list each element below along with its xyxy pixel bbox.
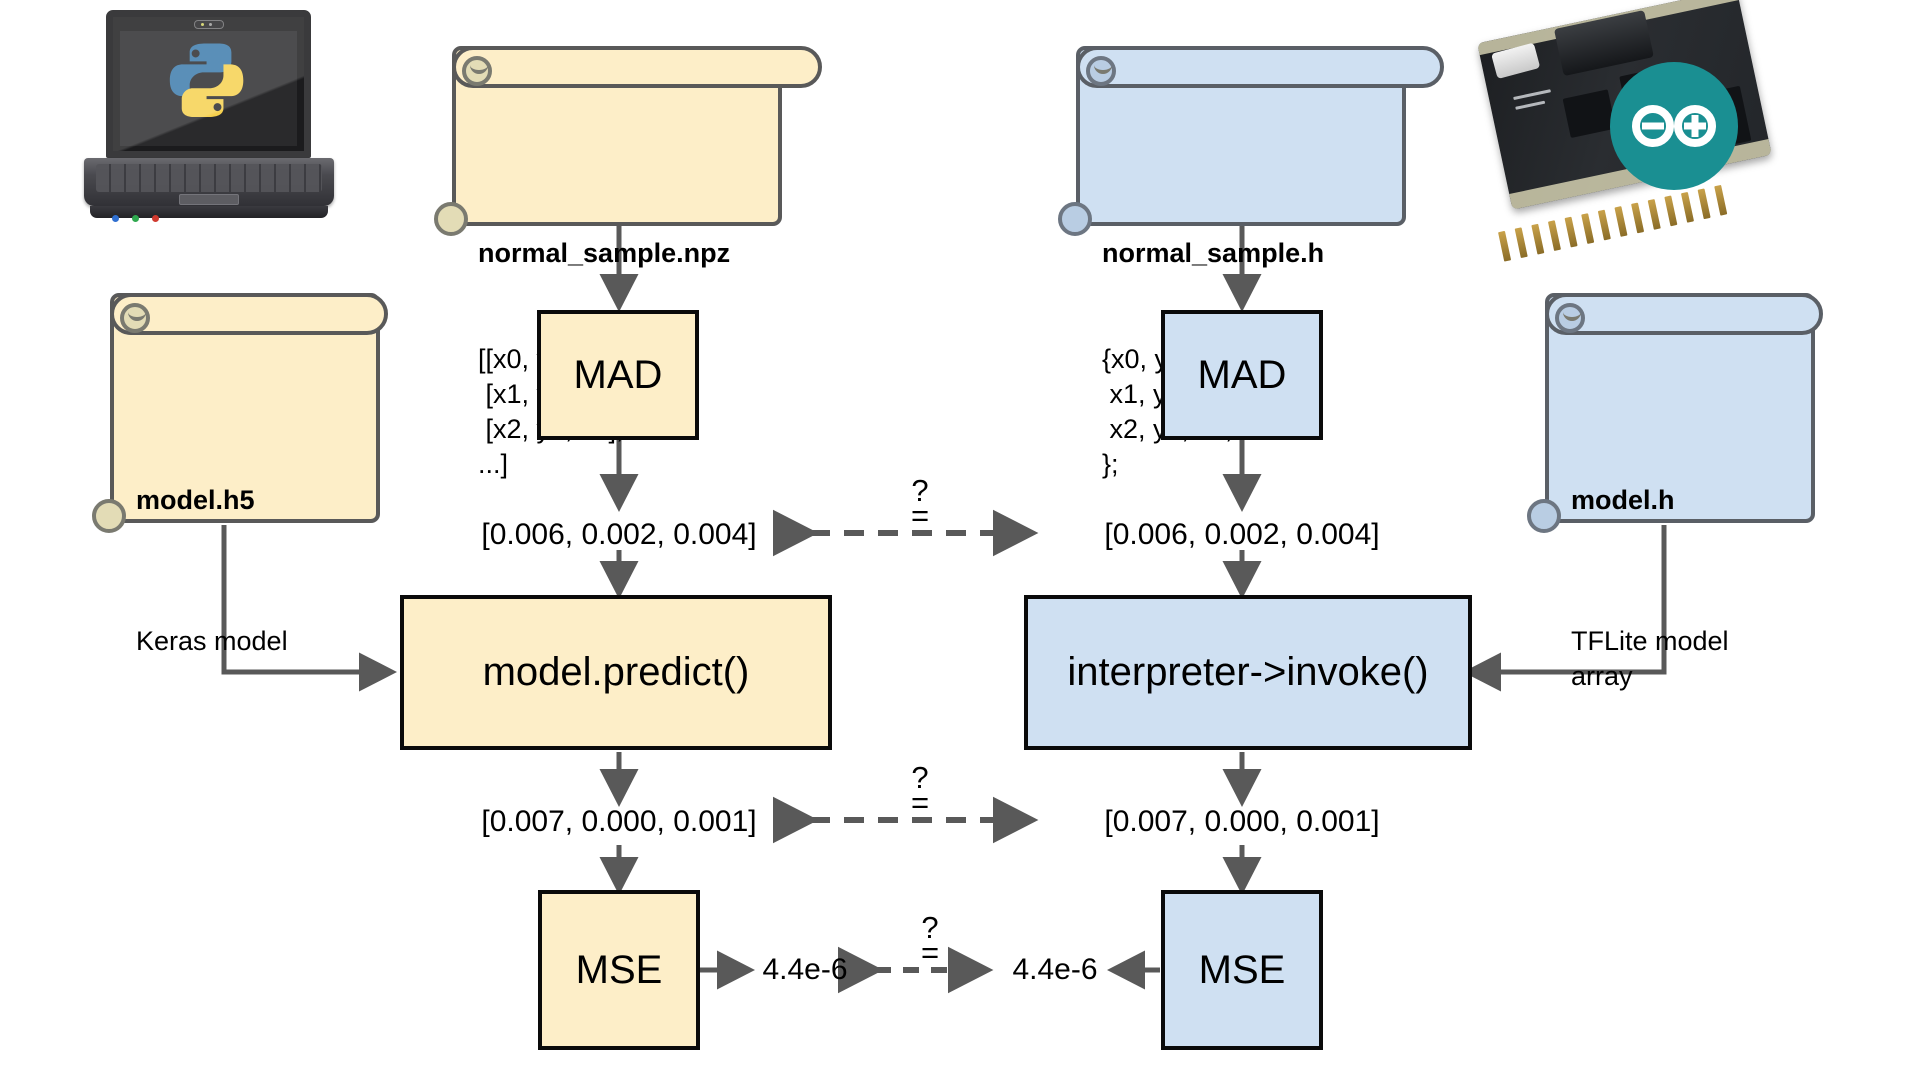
- note-body: TFLite model array: [1571, 625, 1729, 691]
- laptop-base: [84, 158, 334, 206]
- scroll-curl-knob: [462, 56, 492, 86]
- label-predict-output-python: [0.007, 0.000, 0.001]: [481, 805, 757, 838]
- box-label: MAD: [573, 352, 663, 397]
- screen-glare: [113, 17, 304, 151]
- note-model-h: model.h TFLite model array: [1527, 293, 1823, 691]
- box-interpreter-invoke[interactable]: interpreter->invoke(): [1024, 595, 1472, 750]
- silkscreen-trace: [1513, 89, 1551, 101]
- scroll-bottom-curl: [92, 499, 126, 533]
- scroll-curl-knob: [1086, 56, 1116, 86]
- note-title: model.h5: [136, 485, 255, 516]
- equals-sign: =: [920, 935, 940, 971]
- scroll-top-curl: [1076, 46, 1444, 88]
- note-title: normal_sample.npz: [478, 238, 731, 269]
- question-mark: ?: [921, 910, 939, 945]
- equals-sign: =: [910, 785, 930, 821]
- scroll-top-curl: [452, 46, 822, 88]
- equals-sign: =: [910, 498, 930, 534]
- scroll-top-curl: [1545, 293, 1823, 335]
- silkscreen-trace: [1515, 100, 1546, 110]
- box-mse-arduino[interactable]: MSE: [1161, 890, 1323, 1050]
- shield-can: [1553, 10, 1654, 77]
- question-mark: ?: [911, 760, 929, 795]
- note-title: normal_sample.h: [1102, 238, 1325, 269]
- label-invoke-output-arduino: [0.007, 0.000, 0.001]: [1104, 805, 1380, 838]
- arduino-infinity-logo: [1610, 62, 1738, 190]
- note-model-h5: model.h5 Keras model: [92, 293, 388, 656]
- box-label: MSE: [575, 947, 663, 992]
- laptop-keyboard: [96, 164, 322, 192]
- box-label: interpreter->invoke(): [1067, 650, 1429, 694]
- compare-predict-output: ? =: [910, 760, 930, 821]
- scroll-curl-knob: [120, 303, 150, 333]
- infinity-icon: [1632, 105, 1716, 147]
- laptop-screen: [106, 10, 311, 158]
- compare-mse-output: ? =: [920, 910, 940, 971]
- label-mad-output-arduino: [0.006, 0.002, 0.004]: [1104, 518, 1380, 551]
- laptop-status-leds: [112, 209, 182, 222]
- webcam-icon: [193, 20, 224, 29]
- scroll-bottom-curl: [1527, 499, 1561, 533]
- box-mse-python[interactable]: MSE: [538, 890, 700, 1050]
- label-mse-output-arduino: 4.4e-6: [1012, 953, 1098, 986]
- compare-mad-output: ? =: [910, 473, 930, 534]
- laptop-trackpad: [179, 194, 239, 205]
- scroll-bottom-curl: [1058, 202, 1092, 236]
- scroll-curl-knob: [1555, 303, 1585, 333]
- box-label: MAD: [1197, 352, 1287, 397]
- scroll-top-curl: [110, 293, 388, 335]
- box-label: MSE: [1198, 947, 1286, 992]
- box-label: model.predict(): [482, 650, 750, 694]
- laptop-front-lip: [90, 206, 328, 218]
- question-mark: ?: [911, 473, 929, 508]
- note-normal-sample-h: normal_sample.h {x0, y0, z0, x1, y1, z1,…: [1058, 46, 1444, 479]
- box-mad-arduino[interactable]: MAD: [1161, 310, 1323, 440]
- box-model-predict[interactable]: model.predict(): [400, 595, 832, 750]
- note-title: model.h: [1571, 485, 1675, 516]
- laptop-display: [120, 31, 297, 146]
- note-normal-sample-npz: normal_sample.npz [[x0, y0, z0], [x1, y1…: [434, 46, 822, 479]
- box-mad-python[interactable]: MAD: [537, 310, 699, 440]
- label-mse-output-python: 4.4e-6: [762, 953, 848, 986]
- arduino-board-illustration: [1477, 0, 1792, 262]
- laptop-python-illustration: [84, 10, 334, 222]
- python-logo: [169, 43, 244, 118]
- note-body: Keras model: [136, 625, 288, 656]
- mcu-chip: [1562, 89, 1616, 138]
- scroll-bottom-curl: [434, 202, 468, 236]
- label-mad-output-python: [0.006, 0.002, 0.004]: [481, 518, 757, 551]
